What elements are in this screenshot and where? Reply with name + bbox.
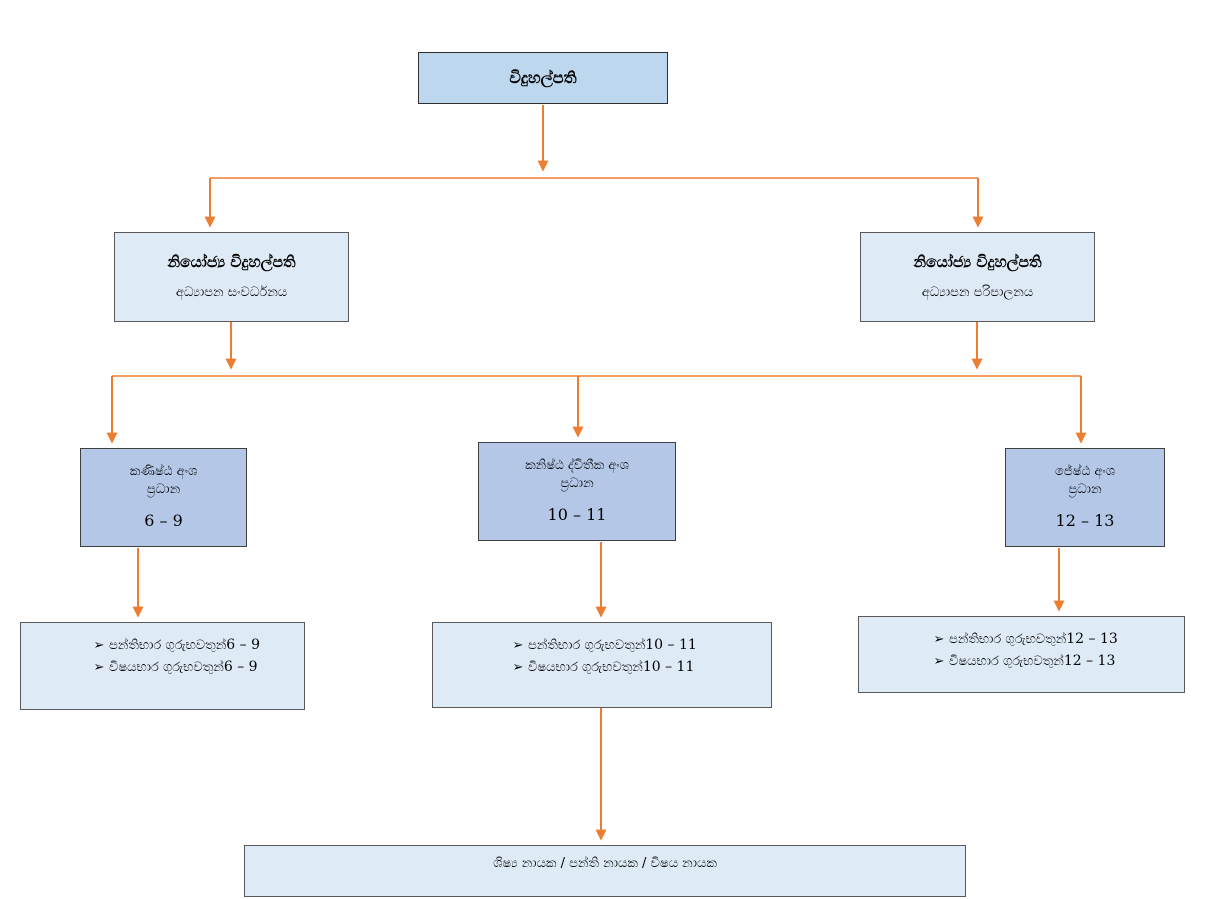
node-deputy-education-administration[interactable]: නියෝජ්‍ය විදුහල්පති අධ්‍යාපන පරිපාලනය [860,232,1095,322]
list-item: ➢ පන්තිභාර ගුරුභවතුන් 6 – 9 [21,635,304,657]
node-teachers-secondary[interactable]: ➢ පන්තිභාර ගුරුභවතුන් 10 – 11 ➢ විෂයභාර … [432,622,772,708]
arrow-bullet-icon: ➢ [933,653,945,669]
list-item: ➢ විෂයභාර ගුරුභවතුන් 12 – 13 [859,651,1184,673]
teachers-junior-item2-text: විෂයභාර ගුරුභවතුන් [109,659,224,675]
section-junior-line1: කණිෂ්ඨ අංශ [129,464,198,480]
node-principal[interactable]: විදුහල්පති [418,52,668,104]
section-junior-grade-range: 6 – 9 [144,511,183,531]
section-junior-line2: ප්‍රධාන [146,481,181,497]
node-deputy-education-development[interactable]: නියෝජ්‍ය විදුහල්පති අධ්‍යාපන සංවර්ධනය [114,232,349,322]
teachers-secondary-item2-range: 10 – 11 [642,658,695,675]
teachers-senior-item2-range: 12 – 13 [1063,652,1116,669]
node-section-head-junior[interactable]: කණිෂ්ඨ අංශ ප්‍රධාන 6 – 9 [80,448,247,547]
deputy-left-subtitle: අධ්‍යාපන සංවර්ධනය [175,284,288,300]
teachers-junior-item1-text: පන්තිභාර ගුරුභවතුන් [109,638,227,653]
section-secondary-grade-range: 10 – 11 [547,505,607,525]
teachers-senior-item1-range: 12 – 13 [1066,631,1118,647]
arrow-bullet-icon: ➢ [512,638,524,653]
deputy-left-title: නියෝජ්‍ය විදුහල්පති [167,253,296,272]
section-secondary-line1: කනිෂ්ඨ ද්විතීක අංශ [525,458,629,474]
section-secondary-line2: ප්‍රධාන [560,475,594,491]
node-section-head-junior-secondary[interactable]: කනිෂ්ඨ ද්විතීක අංශ ප්‍රධාන 10 – 11 [478,442,676,541]
section-senior-line2: ප්‍රධාන [1068,481,1102,497]
arrow-bullet-icon: ➢ [512,659,524,675]
teachers-senior-item2-text: විෂයභාර ගුරුභවතුන් [949,653,1064,669]
node-student-leaders[interactable]: ශිෂ්‍ය නායක / පන්ති නායක / විෂය නායක [244,845,966,897]
section-senior-line1: ජේෂ්ඨ අංශ [1055,464,1115,480]
list-item: ➢ විෂයභාර ගුරුභවතුන් 6 – 9 [21,657,304,679]
teachers-junior-item2-range: 6 – 9 [223,658,258,675]
list-item: ➢ පන්තිභාර ගුරුභවතුන් 10 – 11 [433,635,771,657]
principal-title: විදුහල්පති [509,68,577,87]
leaders-title: ශිෂ්‍ය නායක / පන්ති නායක / විෂය නායක [493,856,717,871]
node-teachers-junior[interactable]: ➢ පන්තිභාර ගුරුභවතුන් 6 – 9 ➢ විෂයභාර ගු… [20,622,305,710]
list-item: ➢ පන්තිභාර ගුරුභවතුන් 12 – 13 [859,629,1184,651]
teachers-secondary-item1-text: පන්තිභාර ගුරුභවතුන් [528,638,646,653]
section-senior-grade-range: 12 – 13 [1055,511,1115,531]
arrow-bullet-icon: ➢ [93,659,105,675]
node-section-head-senior[interactable]: ජේෂ්ඨ අංශ ප්‍රධාන 12 – 13 [1005,448,1165,547]
list-item: ➢ විෂයභාර ගුරුභවතුන් 10 – 11 [433,657,771,679]
teachers-senior-item1-text: පන්තිභාර ගුරුභවතුන් [949,632,1067,647]
arrow-bullet-icon: ➢ [933,632,945,647]
deputy-right-subtitle: අධ්‍යාපන පරිපාලනය [921,284,1034,300]
deputy-right-title: නියෝජ්‍ය විදුහල්පති [913,253,1042,272]
teachers-secondary-item2-text: විෂයභාර ගුරුභවතුන් [528,659,643,675]
teachers-secondary-item1-range: 10 – 11 [645,637,697,653]
node-teachers-senior[interactable]: ➢ පන්තිභාර ගුරුභවතුන් 12 – 13 ➢ විෂයභාර … [858,616,1185,693]
arrow-bullet-icon: ➢ [93,638,105,653]
teachers-junior-item1-range: 6 – 9 [226,637,260,653]
